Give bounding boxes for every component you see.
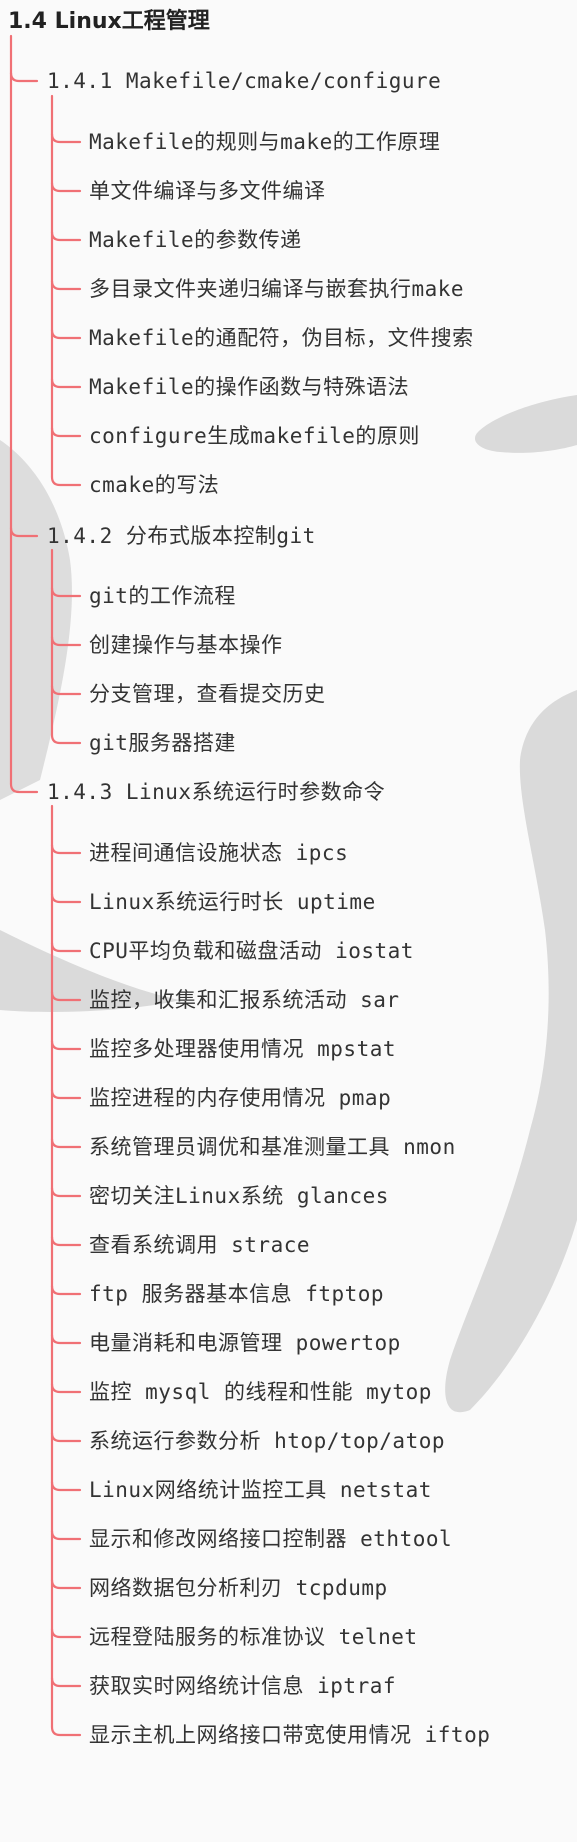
section-3-item-18-connector [50,1676,82,1688]
section-1-item-3: Makefile的参数传递 [89,228,302,252]
section-2-item-3: 分支管理，查看提交历史 [89,682,326,706]
section-3-item-17-connector [50,1627,82,1639]
section-3-item-5-connector [50,1039,82,1051]
section-3-item-11-connector [50,1333,82,1345]
section-1-item-4: 多目录文件夹递归编译与嵌套执行make [89,277,465,301]
root-node: 1.4 Linux工程管理 [8,9,210,34]
section-1-item-8: cmake的写法 [89,473,220,497]
section-3-item-10: ftp 服务器基本信息 ftptop [89,1282,385,1306]
section-2-item-1-connector [50,586,82,598]
section-3-item-3-connector [50,941,82,953]
section-3-item-13: 系统运行参数分析 htop/top/atop [89,1429,446,1453]
section-3-item-15-connector [50,1529,82,1541]
section-3-item-6-connector [50,1088,82,1100]
section-2-item-2-connector [50,635,82,647]
section-2-item-1: git的工作流程 [89,584,236,608]
section-3-item-12: 监控 mysql 的线程和性能 mytop [89,1380,432,1404]
section-3-item-7-connector [50,1137,82,1149]
section-3-item-9-connector [50,1235,82,1247]
section-3-item-1-connector [50,843,82,855]
section-2-connector [9,526,39,538]
connector-lines [9,34,82,1737]
section-1-item-4-connector [50,279,82,291]
section-3-item-8: 密切关注Linux系统 glances [89,1184,389,1208]
section-2-item-2: 创建操作与基本操作 [89,633,283,657]
section-3-item-4: 监控，收集和汇报系统活动 sar [89,988,400,1012]
section-1-item-5-connector [50,328,82,340]
section-3-item-6: 监控进程的内存使用情况 pmap [89,1086,392,1110]
section-3-item-16: 网络数据包分析利刃 tcpdump [89,1576,388,1600]
section-3-item-10-connector [50,1284,82,1296]
section-3-item-3: CPU平均负载和磁盘活动 iostat [89,939,414,963]
section-3-item-15: 显示和修改网络接口控制器 ethtool [89,1527,453,1551]
section-1-item-7: configure生成makefile的原则 [89,424,420,448]
section-2-item-4: git服务器搭建 [89,731,236,755]
section-3-item-12-connector [50,1382,82,1394]
section-1-item-8-connector [50,475,82,487]
section-1-item-7-connector [50,426,82,438]
section-3-item-14: Linux网络统计监控工具 netstat [89,1478,432,1502]
section-2-item-3-connector [50,684,82,696]
section-1-item-1-connector [50,132,82,144]
section-3-item-16-connector [50,1578,82,1590]
section-3-item-11: 电量消耗和电源管理 powertop [89,1331,401,1355]
section-3-title: 1.4.3 Linux系统运行时参数命令 [47,780,386,804]
section-3-item-14-connector [50,1480,82,1492]
section-1-title: 1.4.1 Makefile/cmake/configure [47,69,442,93]
section-1-item-1: Makefile的规则与make的工作原理 [89,130,441,154]
section-3-item-13-connector [50,1431,82,1443]
section-1-item-6: Makefile的操作函数与特殊语法 [89,375,410,399]
section-3-item-19-connector [50,1725,82,1737]
section-3-item-19: 显示主机上网络接口带宽使用情况 iftop [89,1723,491,1747]
section-3-item-1: 进程间通信设施状态 ipcs [89,841,349,865]
section-3-item-2: Linux系统运行时长 uptime [89,890,376,914]
section-3-item-7: 系统管理员调优和基准测量工具 nmon [89,1135,456,1159]
section-1-item-2: 单文件编译与多文件编译 [89,179,326,203]
section-1-connector [9,71,39,83]
section-3-item-8-connector [50,1186,82,1198]
section-1-item-2-connector [50,181,82,193]
section-2-title: 1.4.2 分布式版本控制git [47,524,316,548]
section-1-item-3-connector [50,230,82,242]
section-1-item-5: Makefile的通配符，伪目标，文件搜索 [89,326,474,350]
section-3-item-4-connector [50,990,82,1002]
section-3-item-5: 监控多处理器使用情况 mpstat [89,1037,397,1061]
section-2-item-4-connector [50,733,82,745]
section-3-item-9: 查看系统调用 strace [89,1233,311,1257]
section-1-item-6-connector [50,377,82,389]
section-3-item-18: 获取实时网络统计信息 iptraf [89,1674,397,1698]
watermark [0,395,577,1413]
section-3-item-2-connector [50,892,82,904]
section-3-connector [9,782,39,794]
section-3-item-17: 远程登陆服务的标准协议 telnet [89,1625,418,1649]
